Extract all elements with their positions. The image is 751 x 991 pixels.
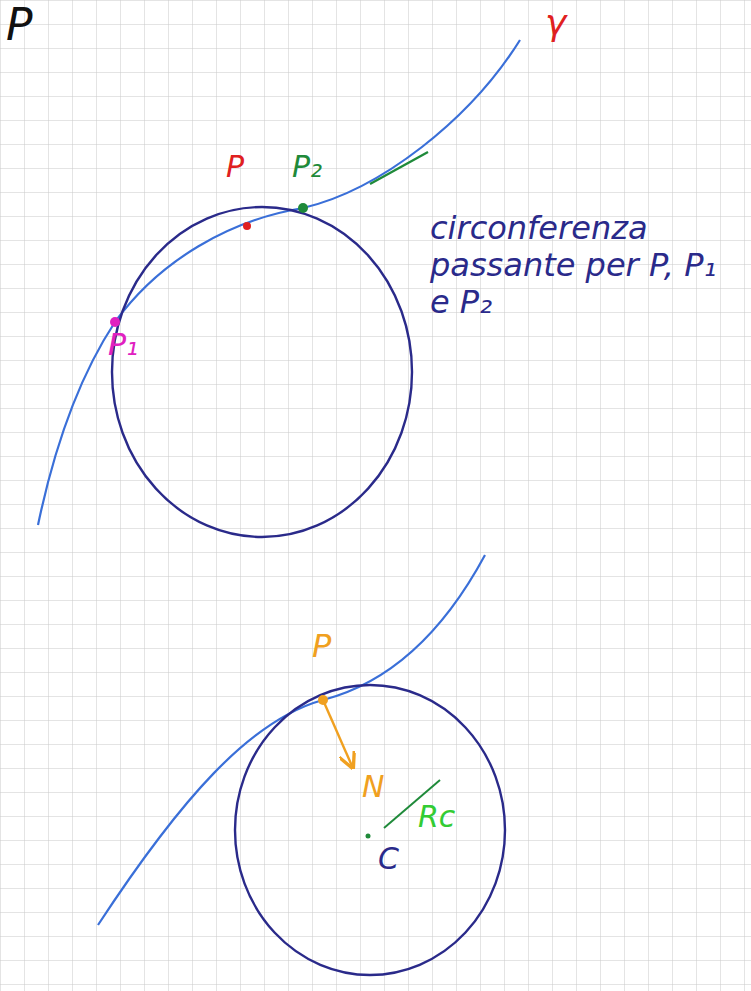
osculating-circle: [235, 685, 505, 975]
curve-name: γ: [545, 2, 566, 43]
point-p: [243, 222, 251, 230]
circle-through-points: [112, 207, 412, 537]
point-label: P₁: [108, 328, 138, 363]
curve-gamma: [98, 555, 485, 925]
note: circonferenza passante per P, P₁ e P₂: [430, 210, 742, 320]
figure-letter: P: [6, 0, 33, 51]
point-p2: [298, 203, 308, 213]
vector-label: N: [362, 770, 384, 805]
center-dot: [366, 834, 371, 839]
normal-arrow: [323, 700, 352, 766]
point-label: P: [226, 150, 244, 185]
green-mark: [370, 152, 428, 184]
radius-label: Rc: [418, 800, 455, 835]
center-label: C: [378, 842, 399, 877]
point-label: P₂: [292, 150, 322, 185]
point-p: [318, 695, 328, 705]
point-label: P: [312, 628, 331, 665]
point-p1: [110, 317, 120, 327]
